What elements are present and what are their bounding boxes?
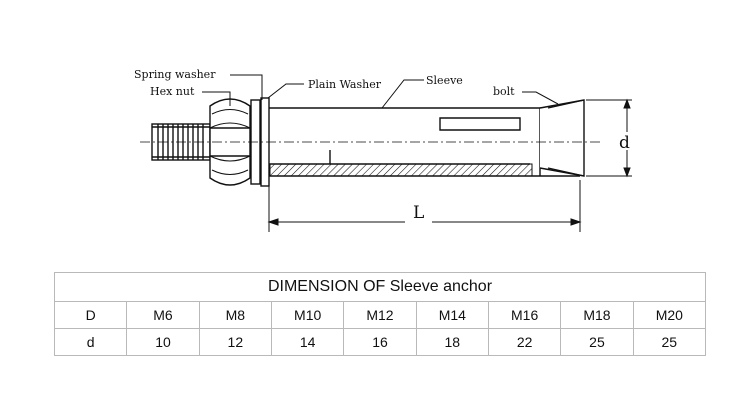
table-row-size: D M6 M8 M10 M12 M14 M16 M18 M20 xyxy=(53,301,707,329)
table-cell: d xyxy=(53,328,128,356)
table-cell: M20 xyxy=(632,301,707,329)
table-cell: M12 xyxy=(343,301,417,329)
table-cell: M18 xyxy=(560,301,634,329)
table-cell: 18 xyxy=(415,328,489,356)
table-cell: M14 xyxy=(415,301,489,329)
leader-lines xyxy=(202,74,559,109)
table-cell: 25 xyxy=(560,328,634,356)
table-row-diameter: d 10 12 14 16 18 22 25 25 xyxy=(53,328,707,356)
label-bolt: bolt xyxy=(493,85,515,98)
dimension-L xyxy=(267,180,582,232)
table-cell: D xyxy=(53,301,128,329)
table-title: DIMENSION OF Sleeve anchor xyxy=(54,272,706,302)
dimension-table: DIMENSION OF Sleeve anchor D M6 M8 M10 M… xyxy=(53,272,707,356)
dimension-d xyxy=(586,98,632,178)
dimension-d-label: d xyxy=(619,133,630,153)
table-cell: M6 xyxy=(126,301,200,329)
table-cell: M16 xyxy=(487,301,562,329)
table-cell: 16 xyxy=(343,328,417,356)
table-cell: 10 xyxy=(126,328,200,356)
sleeve-anchor-drawing: d L Spring washer Hex nut Plain Washer S… xyxy=(134,68,632,232)
table-cell: 12 xyxy=(198,328,272,356)
dimension-L-label: L xyxy=(413,203,424,223)
bolt-cone xyxy=(539,99,585,177)
table-cell: 25 xyxy=(632,328,707,356)
label-hex-nut: Hex nut xyxy=(150,85,195,98)
sleeve-section-hatch xyxy=(269,163,533,177)
label-spring-washer: Spring washer xyxy=(134,68,216,81)
table-cell: M8 xyxy=(198,301,272,329)
label-sleeve: Sleeve xyxy=(426,74,463,87)
label-plain-washer: Plain Washer xyxy=(308,78,382,91)
table-cell: M10 xyxy=(270,301,345,329)
table-cell: 14 xyxy=(270,328,345,356)
table-cell: 22 xyxy=(487,328,562,356)
